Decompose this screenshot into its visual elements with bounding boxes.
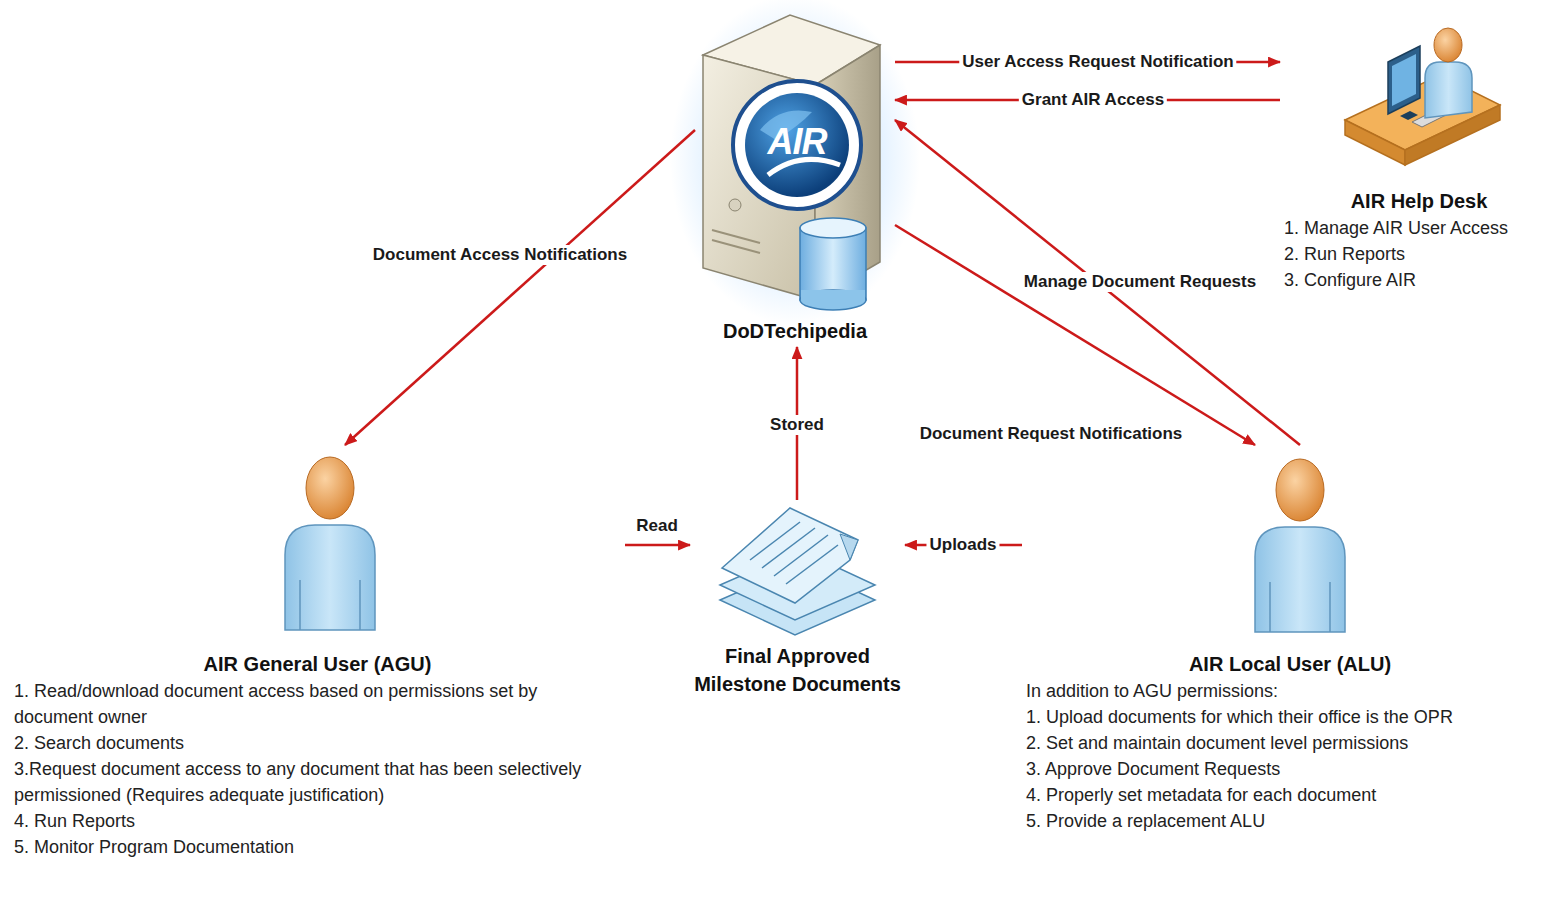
help-desk-icon (1345, 28, 1500, 165)
list-item: 2. Search documents (14, 730, 621, 756)
list-item: 2. Run Reports (1284, 241, 1554, 267)
list-item: 3. Configure AIR (1284, 267, 1554, 293)
person-icon (285, 457, 375, 630)
node-title: DoDTechipedia (699, 317, 891, 345)
connector-arrow (895, 225, 1255, 445)
edge-label: Uploads (926, 535, 999, 555)
connector-arrow (345, 130, 695, 445)
list-item: 4. Run Reports (14, 808, 621, 834)
edge-label: Document Request Notifications (917, 424, 1186, 444)
document-node: Final Approved Milestone Documents (690, 500, 905, 700)
node-title: AIR Local User (ALU) (1026, 650, 1554, 678)
list-item: 3. Approve Document Requests (1026, 756, 1554, 782)
connector-arrow (625, 544, 690, 547)
edge-label: Stored (767, 415, 827, 435)
list-item: 1. Read/download document access based o… (14, 678, 621, 730)
node-title: AIR General User (AGU) (14, 650, 621, 678)
help-desk-node: AIR Help Desk1. Manage AIR User Access2.… (1280, 15, 1558, 295)
list-item: 1. Upload documents for which their offi… (1026, 704, 1554, 730)
server-node: DoDTechipedia (695, 10, 895, 347)
server-icon (670, 0, 920, 325)
connector-arrow (895, 120, 1300, 445)
user-node: AIR Local User (ALU)In addition to AGU p… (1022, 445, 1558, 836)
edge-label: Grant AIR Access (1019, 90, 1167, 110)
node-title: AIR Help Desk (1284, 187, 1554, 215)
user-node: AIR General User (AGU)1. Read/download d… (10, 445, 625, 862)
edge-label: Manage Document Requests (1021, 272, 1259, 292)
edge-label: User Access Request Notification (959, 52, 1236, 72)
documents-icon (720, 508, 875, 635)
edge-label: Document Access Notifications (370, 245, 630, 265)
list-item: 5. Provide a replacement ALU (1026, 808, 1554, 834)
edge-label: Read (633, 516, 681, 536)
list-item: In addition to AGU permissions: (1026, 678, 1554, 704)
list-item: 5. Monitor Program Documentation (14, 834, 621, 860)
list-item: 4. Properly set metadata for each docume… (1026, 782, 1554, 808)
list-item: 1. Manage AIR User Access (1284, 215, 1554, 241)
node-title: Final Approved Milestone Documents (694, 642, 901, 698)
logo-text: AIR (768, 121, 827, 163)
list-item: 2. Set and maintain document level permi… (1026, 730, 1554, 756)
person-icon (1255, 459, 1345, 632)
list-item: 3.Request document access to any documen… (14, 756, 621, 808)
